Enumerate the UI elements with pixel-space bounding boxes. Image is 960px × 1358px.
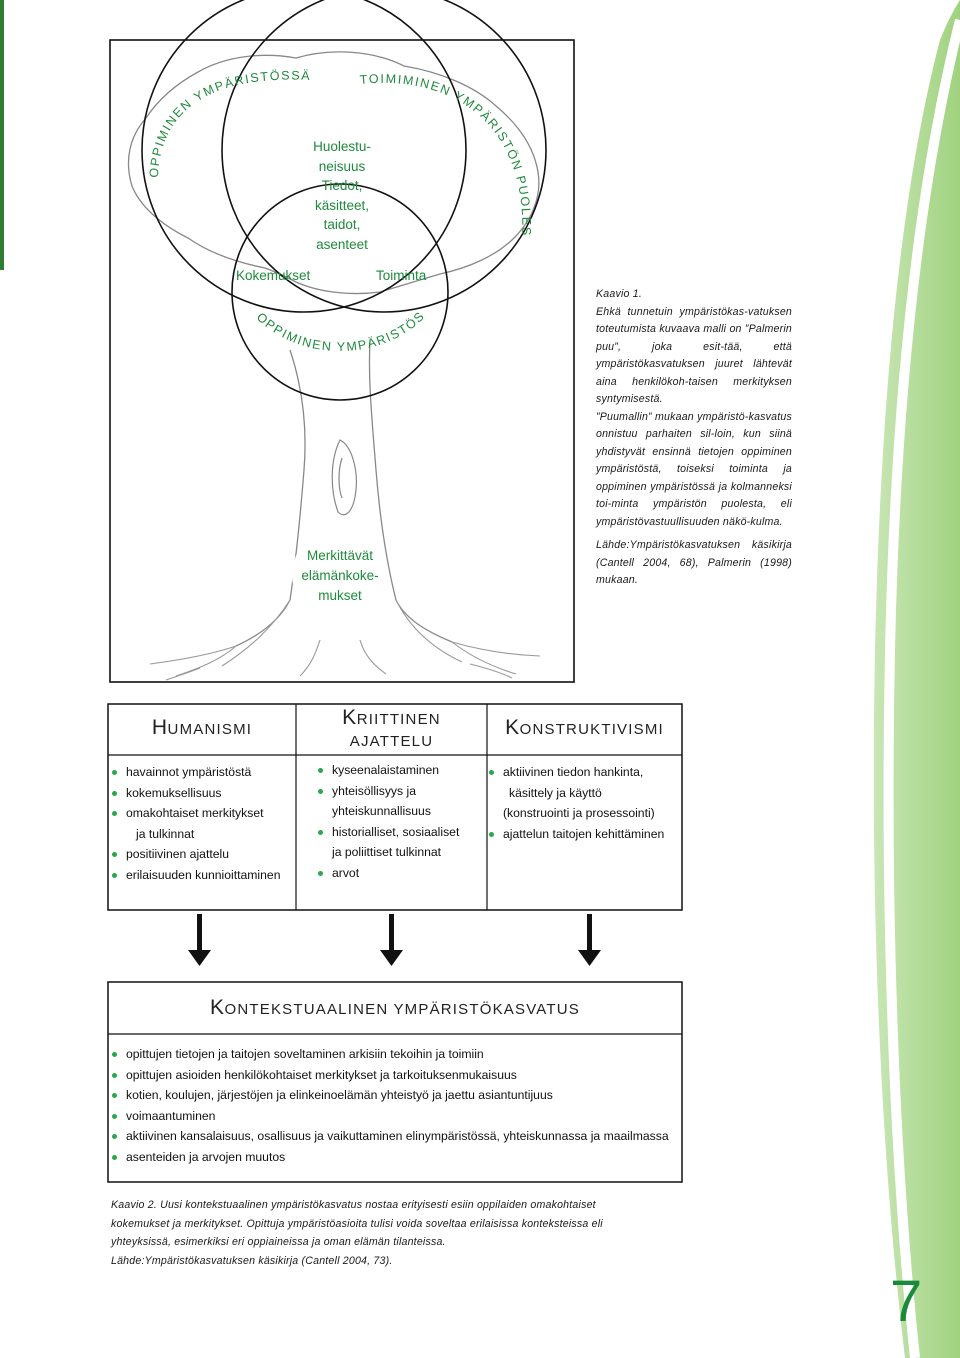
list-item: opittujen tietojen ja taitojen soveltami…	[110, 1044, 669, 1065]
list-item: yhteisöllisyys ja	[316, 781, 459, 802]
heading-capital: K	[209, 996, 225, 1019]
center-line: neisuus	[318, 158, 366, 174]
roots-line: mukset	[318, 588, 362, 603]
venn-label-left: Kokemukset	[236, 268, 311, 283]
list-item: ja tulkinnat	[136, 826, 195, 841]
heading-line2: AJATTELU	[349, 733, 434, 750]
venn-center-text: Huolestu- neisuus Tiedot, käsitteet, tai…	[282, 137, 402, 255]
heading-capital: K	[342, 706, 357, 729]
list-item: aktiivinen kansalaisuus, osallisuus ja v…	[110, 1126, 669, 1147]
caption-source: Lähde:Ympäristökasvatuksen käsikirja (Ca…	[596, 539, 792, 586]
list-item: kyseenalaistaminen	[316, 760, 459, 781]
column-heading-humanism: HUMANISMI	[108, 716, 296, 740]
tree-knot	[331, 439, 357, 516]
list-item: ja poliittiset tulkinnat	[332, 845, 442, 860]
tree-frame	[109, 39, 575, 683]
palmer-tree-diagram: OPPIMINEN YMPÄRISTÖSSÄ TOIMIMINEN YMPÄRI…	[0, 0, 575, 683]
caption-diagram-1: Kaavio 1. Ehkä tunnetuin ympäristökas-va…	[596, 286, 792, 590]
arrow-2	[380, 914, 403, 966]
tree-roots	[149, 599, 541, 681]
list-item: arvot	[316, 863, 459, 884]
list-item: opittujen asioiden henkilökohtaiset merk…	[110, 1065, 669, 1086]
green-side-edge	[883, 18, 960, 1358]
heading-rest: ONSTRUKTIVISMI	[519, 721, 664, 738]
list-item: kotien, koulujen, järjestöjen ja elinkei…	[110, 1085, 669, 1106]
heading-capital: K	[505, 716, 520, 739]
list-item: havainnot ympäristöstä	[110, 762, 280, 783]
list-item: (konstruointi ja prosessointi)	[503, 806, 655, 821]
center-line: Tiedot,	[321, 178, 363, 194]
heading-rest: ONTEKSTUAALINEN YMPÄRISTÖKASVATUS	[224, 1001, 581, 1018]
list-item: käsittely ja käyttö	[509, 785, 602, 800]
left-green-tab	[0, 0, 4, 270]
center-line: Huolestu-	[313, 139, 371, 154]
list-item: asenteiden ja arvojen muutos	[110, 1147, 669, 1168]
caption-title: Kaavio 1.	[596, 288, 642, 300]
caption-line: yhteyksissä, esimerkiksi eri oppiaineiss…	[111, 1236, 446, 1248]
center-line: taidot,	[323, 217, 361, 233]
venn-circle-bottom	[231, 183, 449, 401]
heading-rest: RIITTINEN	[356, 711, 441, 728]
caption-paragraph: Ehkä tunnetuin ympäristökas-vatuksen tot…	[596, 305, 792, 406]
list-item: yhteiskunnallisuus	[332, 804, 431, 819]
column-heading-critical-thinking: KRIITTINEN AJATTELU	[296, 707, 487, 753]
contextual-list: opittujen tietojen ja taitojen soveltami…	[110, 1044, 669, 1168]
list-item: omakohtaiset merkitykset	[110, 803, 280, 824]
tree-canopy	[127, 51, 540, 295]
center-line: asenteet	[316, 236, 368, 252]
page-number: 7	[890, 1269, 923, 1334]
heading-capital: H	[151, 716, 168, 739]
humanism-list: havainnot ympäristöstä kokemuksellisuus …	[110, 762, 280, 886]
root-circle	[292, 527, 388, 623]
caption-line: Lähde:Ympäristökasvatuksen käsikirja (Ca…	[111, 1254, 393, 1267]
roots-line: Merkittävät	[306, 548, 374, 563]
caption-diagram-2: Kaavio 2. Uusi kontekstuaalinen ympärist…	[111, 1196, 691, 1270]
venn-label-right: Toiminta	[376, 268, 427, 283]
list-item: erilaisuuden kunnioittaminen	[110, 865, 280, 886]
caption-paragraph: ”Puumallin” mukaan ympäristö-kasvatus on…	[596, 410, 792, 528]
list-item: positiivinen ajattelu	[110, 844, 280, 865]
constructivism-list: aktiivinen tiedon hankinta, käsittely ja…	[487, 762, 664, 844]
caption-line: Kaavio 2. Uusi kontekstuaalinen ympärist…	[111, 1199, 596, 1211]
venn-circle-left	[141, 0, 467, 313]
contextual-box	[107, 981, 683, 1183]
list-item: ajattelun taitojen kehittäminen	[487, 824, 664, 845]
list-item: aktiivinen tiedon hankinta,	[487, 762, 664, 783]
list-item: voimaantuminen	[110, 1106, 669, 1127]
list-item: kokemuksellisuus	[110, 783, 280, 804]
caption-line: kokemukset ja merkitykset. Opittuja ympä…	[111, 1217, 603, 1230]
arrow-1	[188, 914, 211, 966]
column-heading-constructivism: KONSTRUKTIVISMI	[487, 716, 682, 740]
roots-label: Merkittävät elämänkoke- mukset	[295, 546, 385, 606]
arrow-3	[578, 914, 601, 966]
columns-box	[107, 703, 683, 911]
list-item: historialliset, sosiaaliset	[316, 822, 459, 843]
roots-line: elämänkoke-	[301, 568, 379, 583]
contextual-heading: KONTEKSTUAALINEN YMPÄRISTÖKASVATUS	[110, 996, 680, 1020]
venn-circle-right	[221, 0, 547, 313]
critical-thinking-list: kyseenalaistaminen yhteisöllisyys ja yht…	[316, 760, 459, 884]
center-line: käsitteet,	[314, 197, 370, 213]
heading-rest: UMANISMI	[167, 721, 253, 738]
